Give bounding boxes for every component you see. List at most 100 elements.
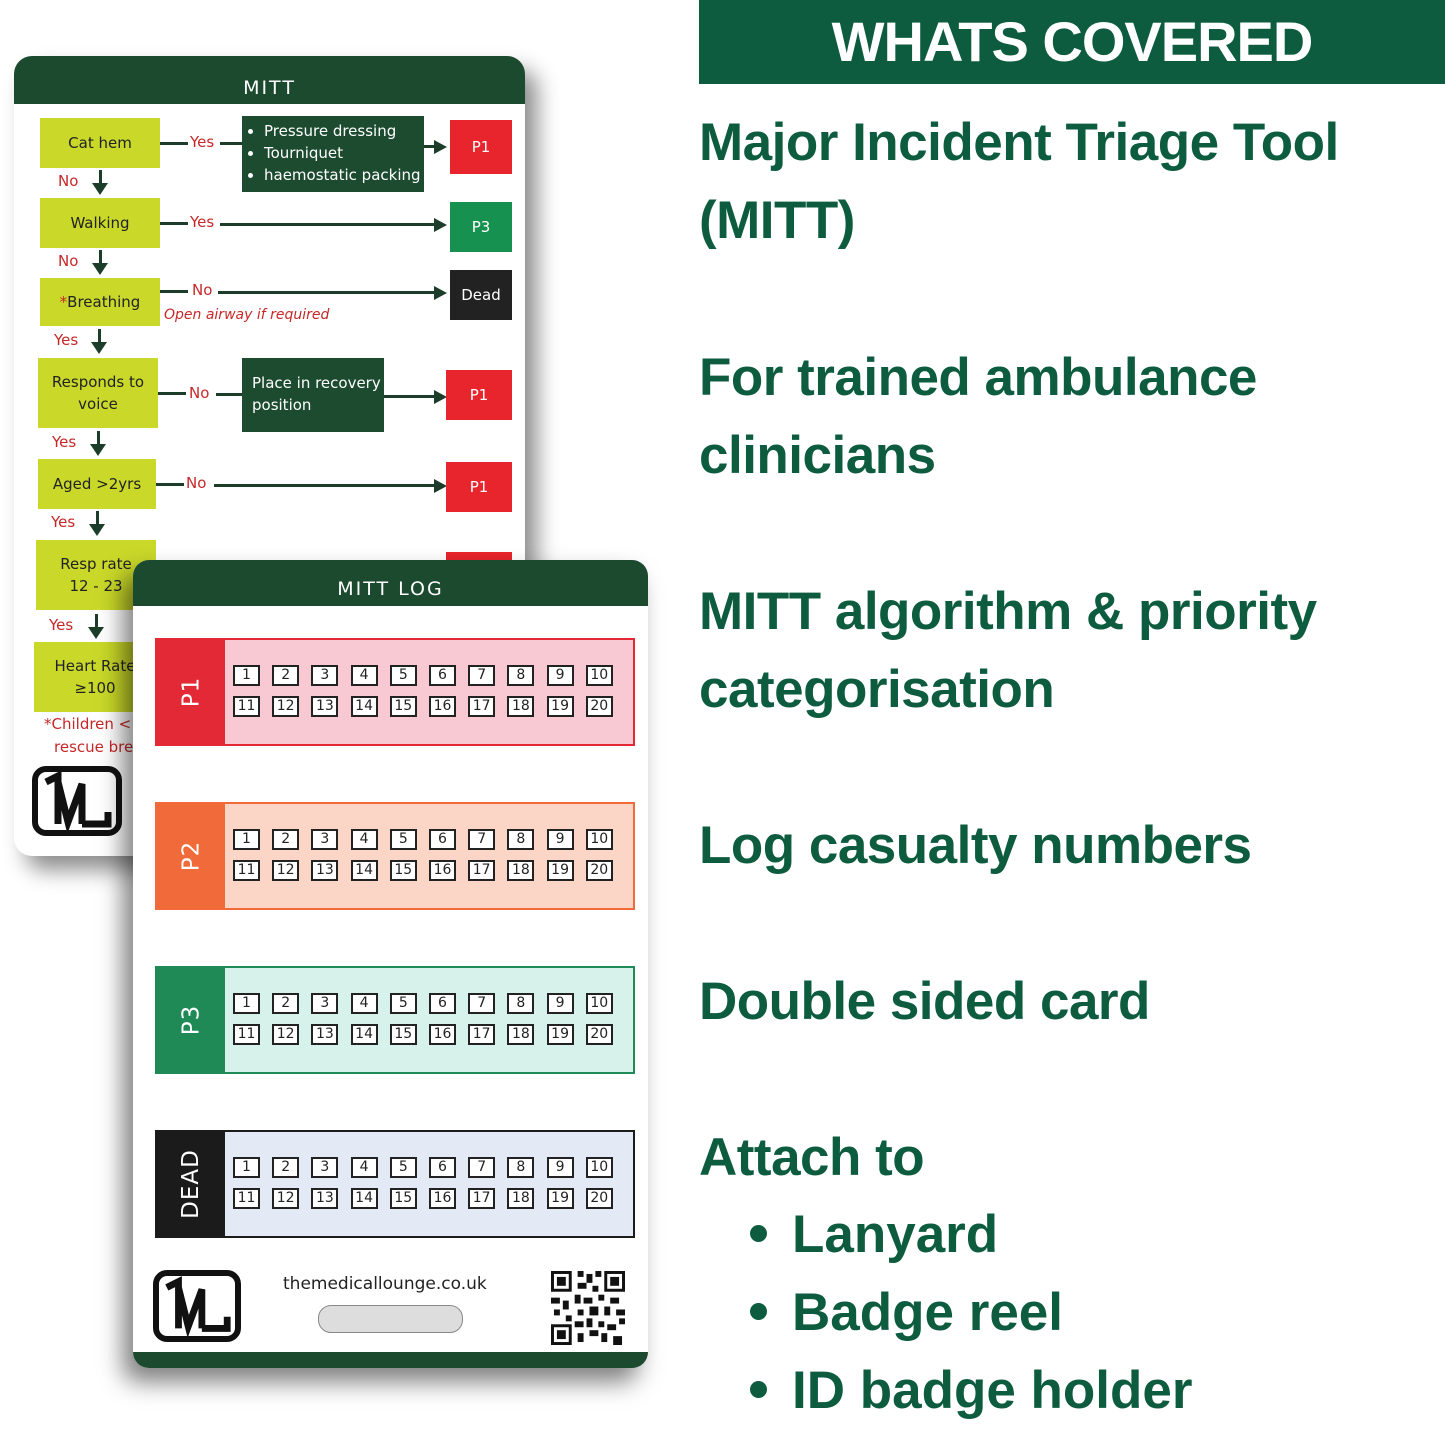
casualty-number-box[interactable]: 18 [507, 860, 535, 881]
arrow-right-icon [434, 140, 447, 154]
casualty-number-box[interactable]: 12 [272, 860, 300, 881]
casualty-number-box[interactable]: 2 [272, 993, 300, 1014]
intervention-item: haemostatic packing [264, 164, 424, 186]
casualty-number-box[interactable]: 4 [350, 665, 378, 686]
casualty-number-box[interactable]: 5 [389, 829, 417, 850]
casualty-number-box[interactable]: 13 [311, 1024, 339, 1045]
casualty-number-box[interactable]: 6 [429, 1157, 456, 1178]
arrow-down-icon [92, 183, 108, 195]
casualty-number-box[interactable]: 15 [389, 1188, 417, 1209]
casualty-number-box[interactable]: 19 [546, 696, 574, 717]
connector-line [158, 392, 186, 395]
casualty-number-box[interactable]: 2 [272, 1157, 300, 1178]
casualty-number-box[interactable]: 12 [272, 696, 300, 717]
casualty-number-box[interactable]: 7 [468, 1157, 496, 1178]
casualty-number-box[interactable]: 9 [546, 829, 574, 850]
casualty-number-box[interactable]: 13 [311, 696, 339, 717]
casualty-number-box[interactable]: 7 [468, 829, 496, 850]
section-tab: P1 [157, 640, 225, 744]
casualty-number-box[interactable]: 9 [546, 993, 574, 1014]
casualty-number-box[interactable]: 11 [233, 1024, 260, 1045]
casualty-number-box[interactable]: 9 [546, 665, 574, 686]
casualty-number-box[interactable]: 16 [429, 860, 456, 881]
casualty-number-box[interactable]: 7 [468, 993, 496, 1014]
casualty-number-box[interactable]: 3 [311, 665, 339, 686]
casualty-number-box[interactable]: 17 [468, 1024, 496, 1045]
casualty-number-box[interactable]: 6 [429, 665, 456, 686]
section-label: P3 [177, 1004, 204, 1036]
casualty-number-box[interactable]: 14 [350, 860, 378, 881]
casualty-number-box[interactable]: 6 [429, 829, 456, 850]
casualty-number-box[interactable]: 20 [585, 696, 613, 717]
casualty-number-box[interactable]: 15 [389, 860, 417, 881]
feature-line: Major Incident Triage Tool [699, 113, 1339, 172]
casualty-number-box[interactable]: 17 [468, 1188, 496, 1209]
casualty-number-box[interactable]: 20 [585, 1024, 613, 1045]
casualty-number-box[interactable]: 11 [233, 860, 260, 881]
casualty-number-box[interactable]: 13 [311, 1188, 339, 1209]
casualty-number-box[interactable]: 19 [546, 1024, 574, 1045]
casualty-number-box[interactable]: 5 [389, 665, 417, 686]
casualty-number-box[interactable]: 3 [311, 1157, 339, 1178]
casualty-number-box[interactable]: 16 [429, 1024, 456, 1045]
casualty-number-box[interactable]: 10 [585, 1157, 613, 1178]
casualty-number-box[interactable]: 11 [233, 1188, 260, 1209]
casualty-number-box[interactable]: 3 [311, 993, 339, 1014]
casualty-number-box[interactable]: 11 [233, 696, 260, 717]
casualty-number-box[interactable]: 20 [585, 1188, 613, 1209]
asterisk: * [59, 293, 68, 311]
casualty-number-box[interactable]: 16 [429, 696, 456, 717]
feature-line: Double sided card [699, 972, 1150, 1031]
casualty-number-box[interactable]: 8 [507, 1157, 535, 1178]
casualty-number-box[interactable]: 8 [507, 993, 535, 1014]
casualty-number-box[interactable]: 19 [546, 860, 574, 881]
casualty-number-box[interactable]: 10 [585, 993, 613, 1014]
casualty-number-box[interactable]: 2 [272, 665, 300, 686]
attach-item-label: ID badge holder [792, 1361, 1193, 1420]
casualty-number-box[interactable]: 4 [350, 829, 378, 850]
casualty-number-box[interactable]: 14 [350, 1024, 378, 1045]
casualty-number-box[interactable]: 16 [429, 1188, 456, 1209]
casualty-number-box[interactable]: 1 [233, 993, 260, 1014]
casualty-number-box[interactable]: 8 [507, 665, 535, 686]
no-label: No [192, 281, 213, 299]
casualty-number-box[interactable]: 14 [350, 696, 378, 717]
casualty-number-box[interactable]: 7 [468, 665, 496, 686]
casualty-number-box[interactable]: 5 [389, 1157, 417, 1178]
casualty-number-box[interactable]: 1 [233, 1157, 260, 1178]
casualty-number-box[interactable]: 8 [507, 829, 535, 850]
whats-covered-banner: WHATS COVERED [699, 0, 1445, 84]
casualty-number-box[interactable]: 6 [429, 993, 456, 1014]
casualty-number-box[interactable]: 1 [233, 665, 260, 686]
lanyard-slot [318, 1305, 463, 1333]
recovery-position-box: Place in recovery position [242, 358, 384, 432]
casualty-number-box[interactable]: 13 [311, 860, 339, 881]
casualty-number-box[interactable]: 19 [546, 1188, 574, 1209]
casualty-number-box[interactable]: 18 [507, 1024, 535, 1045]
step-aged: Aged >2yrs [38, 459, 156, 509]
casualty-number-box[interactable]: 4 [350, 993, 378, 1014]
casualty-number-box[interactable]: 10 [585, 829, 613, 850]
casualty-number-box[interactable]: 18 [507, 1188, 535, 1209]
casualty-number-box[interactable]: 17 [468, 860, 496, 881]
section-tab: P3 [157, 968, 225, 1072]
casualty-number-box[interactable]: 10 [585, 665, 613, 686]
casualty-number-box[interactable]: 14 [350, 1188, 378, 1209]
casualty-number-box[interactable]: 9 [546, 1157, 574, 1178]
casualty-number-box[interactable]: 12 [272, 1188, 300, 1209]
step-label: ≥100 [74, 679, 116, 697]
casualty-number-box[interactable]: 1 [233, 829, 260, 850]
section-label: DEAD [178, 1149, 204, 1219]
casualty-number-box[interactable]: 3 [311, 829, 339, 850]
casualty-number-box[interactable]: 4 [350, 1157, 378, 1178]
casualty-number-box[interactable]: 18 [507, 696, 535, 717]
casualty-number-box[interactable]: 2 [272, 829, 300, 850]
casualty-number-box[interactable]: 5 [389, 993, 417, 1014]
casualty-number-box[interactable]: 15 [389, 1024, 417, 1045]
casualty-number-box[interactable]: 12 [272, 1024, 300, 1045]
bullet-icon [750, 1302, 767, 1320]
casualty-number-box[interactable]: 20 [585, 860, 613, 881]
casualty-number-box[interactable]: 17 [468, 696, 496, 717]
casualty-number-box[interactable]: 15 [389, 696, 417, 717]
